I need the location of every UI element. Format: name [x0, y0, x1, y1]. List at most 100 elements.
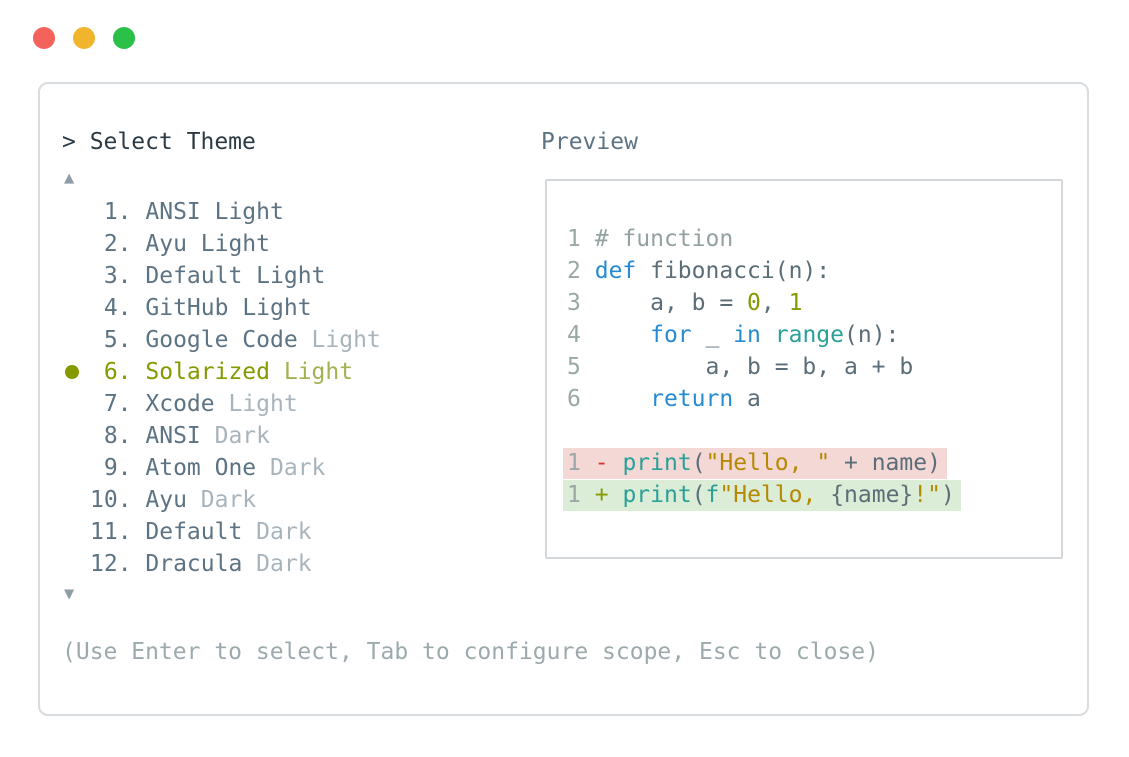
code-token: range — [774, 322, 845, 348]
code-token: _ — [691, 322, 734, 348]
theme-option[interactable]: 1. ANSI Light — [62, 196, 381, 228]
code-token: def — [594, 258, 637, 284]
theme-option-variant: Light — [242, 295, 312, 321]
theme-option[interactable]: 3. Default Light — [62, 260, 381, 292]
theme-option-number: 1. — [103, 199, 132, 225]
code-line: 6 return a — [567, 383, 1047, 415]
window-controls — [33, 27, 135, 49]
theme-option-number: 5. — [103, 327, 132, 353]
code-token — [595, 386, 650, 412]
code-token: {name} — [830, 482, 914, 508]
theme-option-variant: Light — [256, 263, 326, 289]
code-token: # function — [594, 226, 734, 252]
code-line: 4 for _ in range(n): — [567, 319, 1047, 351]
theme-option-variant: Light — [283, 359, 354, 385]
diff-marker: + — [594, 482, 609, 508]
code-token: ) — [940, 482, 955, 508]
close-button[interactable] — [33, 27, 55, 49]
theme-option-number: 7. — [103, 391, 132, 417]
theme-option[interactable]: 2. Ayu Light — [62, 228, 381, 260]
code-token: "Hello, " — [705, 450, 831, 476]
theme-option[interactable]: 11. Default Dark — [62, 516, 381, 548]
theme-option-number: 3. — [103, 263, 132, 289]
scroll-down-indicator: ▼ — [64, 584, 75, 604]
theme-option[interactable]: 6. Solarized Light — [62, 356, 381, 388]
theme-option-name: Default — [145, 519, 243, 545]
line-number: 1 — [567, 226, 581, 252]
line-number: 1 — [567, 482, 581, 508]
code-token: a, b = b, a + b — [594, 354, 914, 380]
code-token: a — [733, 386, 761, 412]
theme-option[interactable]: 12. Dracula Dark — [62, 548, 381, 580]
theme-option-number: 12. — [90, 551, 132, 577]
theme-option-name: Dracula — [145, 551, 243, 577]
theme-option-variant: Light — [200, 231, 271, 257]
theme-option-name: Ayu — [145, 231, 187, 257]
preview-label: Preview — [541, 129, 638, 155]
code-line: 2 def fibonacci(n): — [567, 255, 1047, 287]
minimize-button[interactable] — [73, 27, 95, 49]
code-token: "Hello, — [719, 482, 831, 508]
theme-option-name: ANSI — [145, 199, 201, 225]
code-token: return — [650, 386, 734, 412]
theme-option-variant: Dark — [256, 551, 312, 577]
theme-option-name: Ayu — [145, 487, 187, 513]
code-token: ( — [691, 482, 706, 508]
diff-highlight: 1 - print("Hello, " + name) — [563, 448, 947, 479]
scroll-up-indicator: ▲ — [64, 168, 75, 188]
code-token: f — [705, 482, 720, 508]
code-token — [761, 322, 775, 348]
diff-marker: - — [594, 450, 609, 476]
theme-option-variant: Light — [214, 199, 284, 225]
code-token: (n): — [844, 322, 900, 348]
theme-option-name: Atom One — [145, 455, 257, 481]
diff-highlight: 1 + print(f"Hello, {name}!") — [563, 480, 961, 511]
code-token — [595, 322, 650, 348]
code-token: 0 — [747, 290, 761, 316]
theme-option-name: ANSI — [145, 423, 201, 449]
diff-line: 1 + print(f"Hello, {name}!") — [563, 479, 1047, 511]
theme-option[interactable]: 8. ANSI Dark — [62, 420, 381, 452]
line-number: 3 — [567, 290, 581, 316]
theme-option-variant: Light — [311, 327, 381, 353]
theme-option-number: 8. — [103, 423, 132, 449]
theme-option-number: 9. — [103, 455, 132, 481]
code-token: print — [622, 450, 692, 476]
blank-line — [567, 415, 1047, 447]
code-token: a, b = — [594, 290, 748, 316]
theme-option[interactable]: 5. Google Code Light — [62, 324, 381, 356]
theme-option-name: Solarized — [145, 359, 270, 385]
diff-line: 1 - print("Hello, " + name) — [563, 447, 1047, 479]
theme-option-variant: Dark — [256, 519, 312, 545]
theme-option-name: Default — [145, 263, 243, 289]
code-token: ( — [691, 450, 706, 476]
theme-option-number: 10. — [90, 487, 132, 513]
zoom-button[interactable] — [113, 27, 135, 49]
code-token: 1 — [788, 290, 803, 316]
line-number: 6 — [567, 386, 581, 412]
theme-option[interactable]: 4. GitHub Light — [62, 292, 381, 324]
code-token: !" — [913, 482, 941, 508]
line-number: 1 — [567, 450, 581, 476]
code-token: in — [733, 322, 761, 348]
theme-option-variant: Dark — [214, 423, 270, 449]
code-token: fibonacci(n): — [636, 258, 831, 284]
code-token: print — [622, 482, 692, 508]
code-line: 5 a, b = b, a + b — [567, 351, 1047, 383]
theme-option-number: 11. — [90, 519, 132, 545]
theme-option-number: 2. — [103, 231, 132, 257]
code-line: 3 a, b = 0, 1 — [567, 287, 1047, 319]
theme-option-name: Xcode — [145, 391, 215, 417]
selected-bullet-icon — [65, 365, 79, 379]
theme-option-name: Google Code — [145, 327, 298, 353]
line-number: 2 — [567, 258, 581, 284]
theme-option-number: 4. — [103, 295, 132, 321]
theme-option-number: 6. — [103, 359, 132, 385]
theme-option-name: GitHub — [145, 295, 229, 321]
